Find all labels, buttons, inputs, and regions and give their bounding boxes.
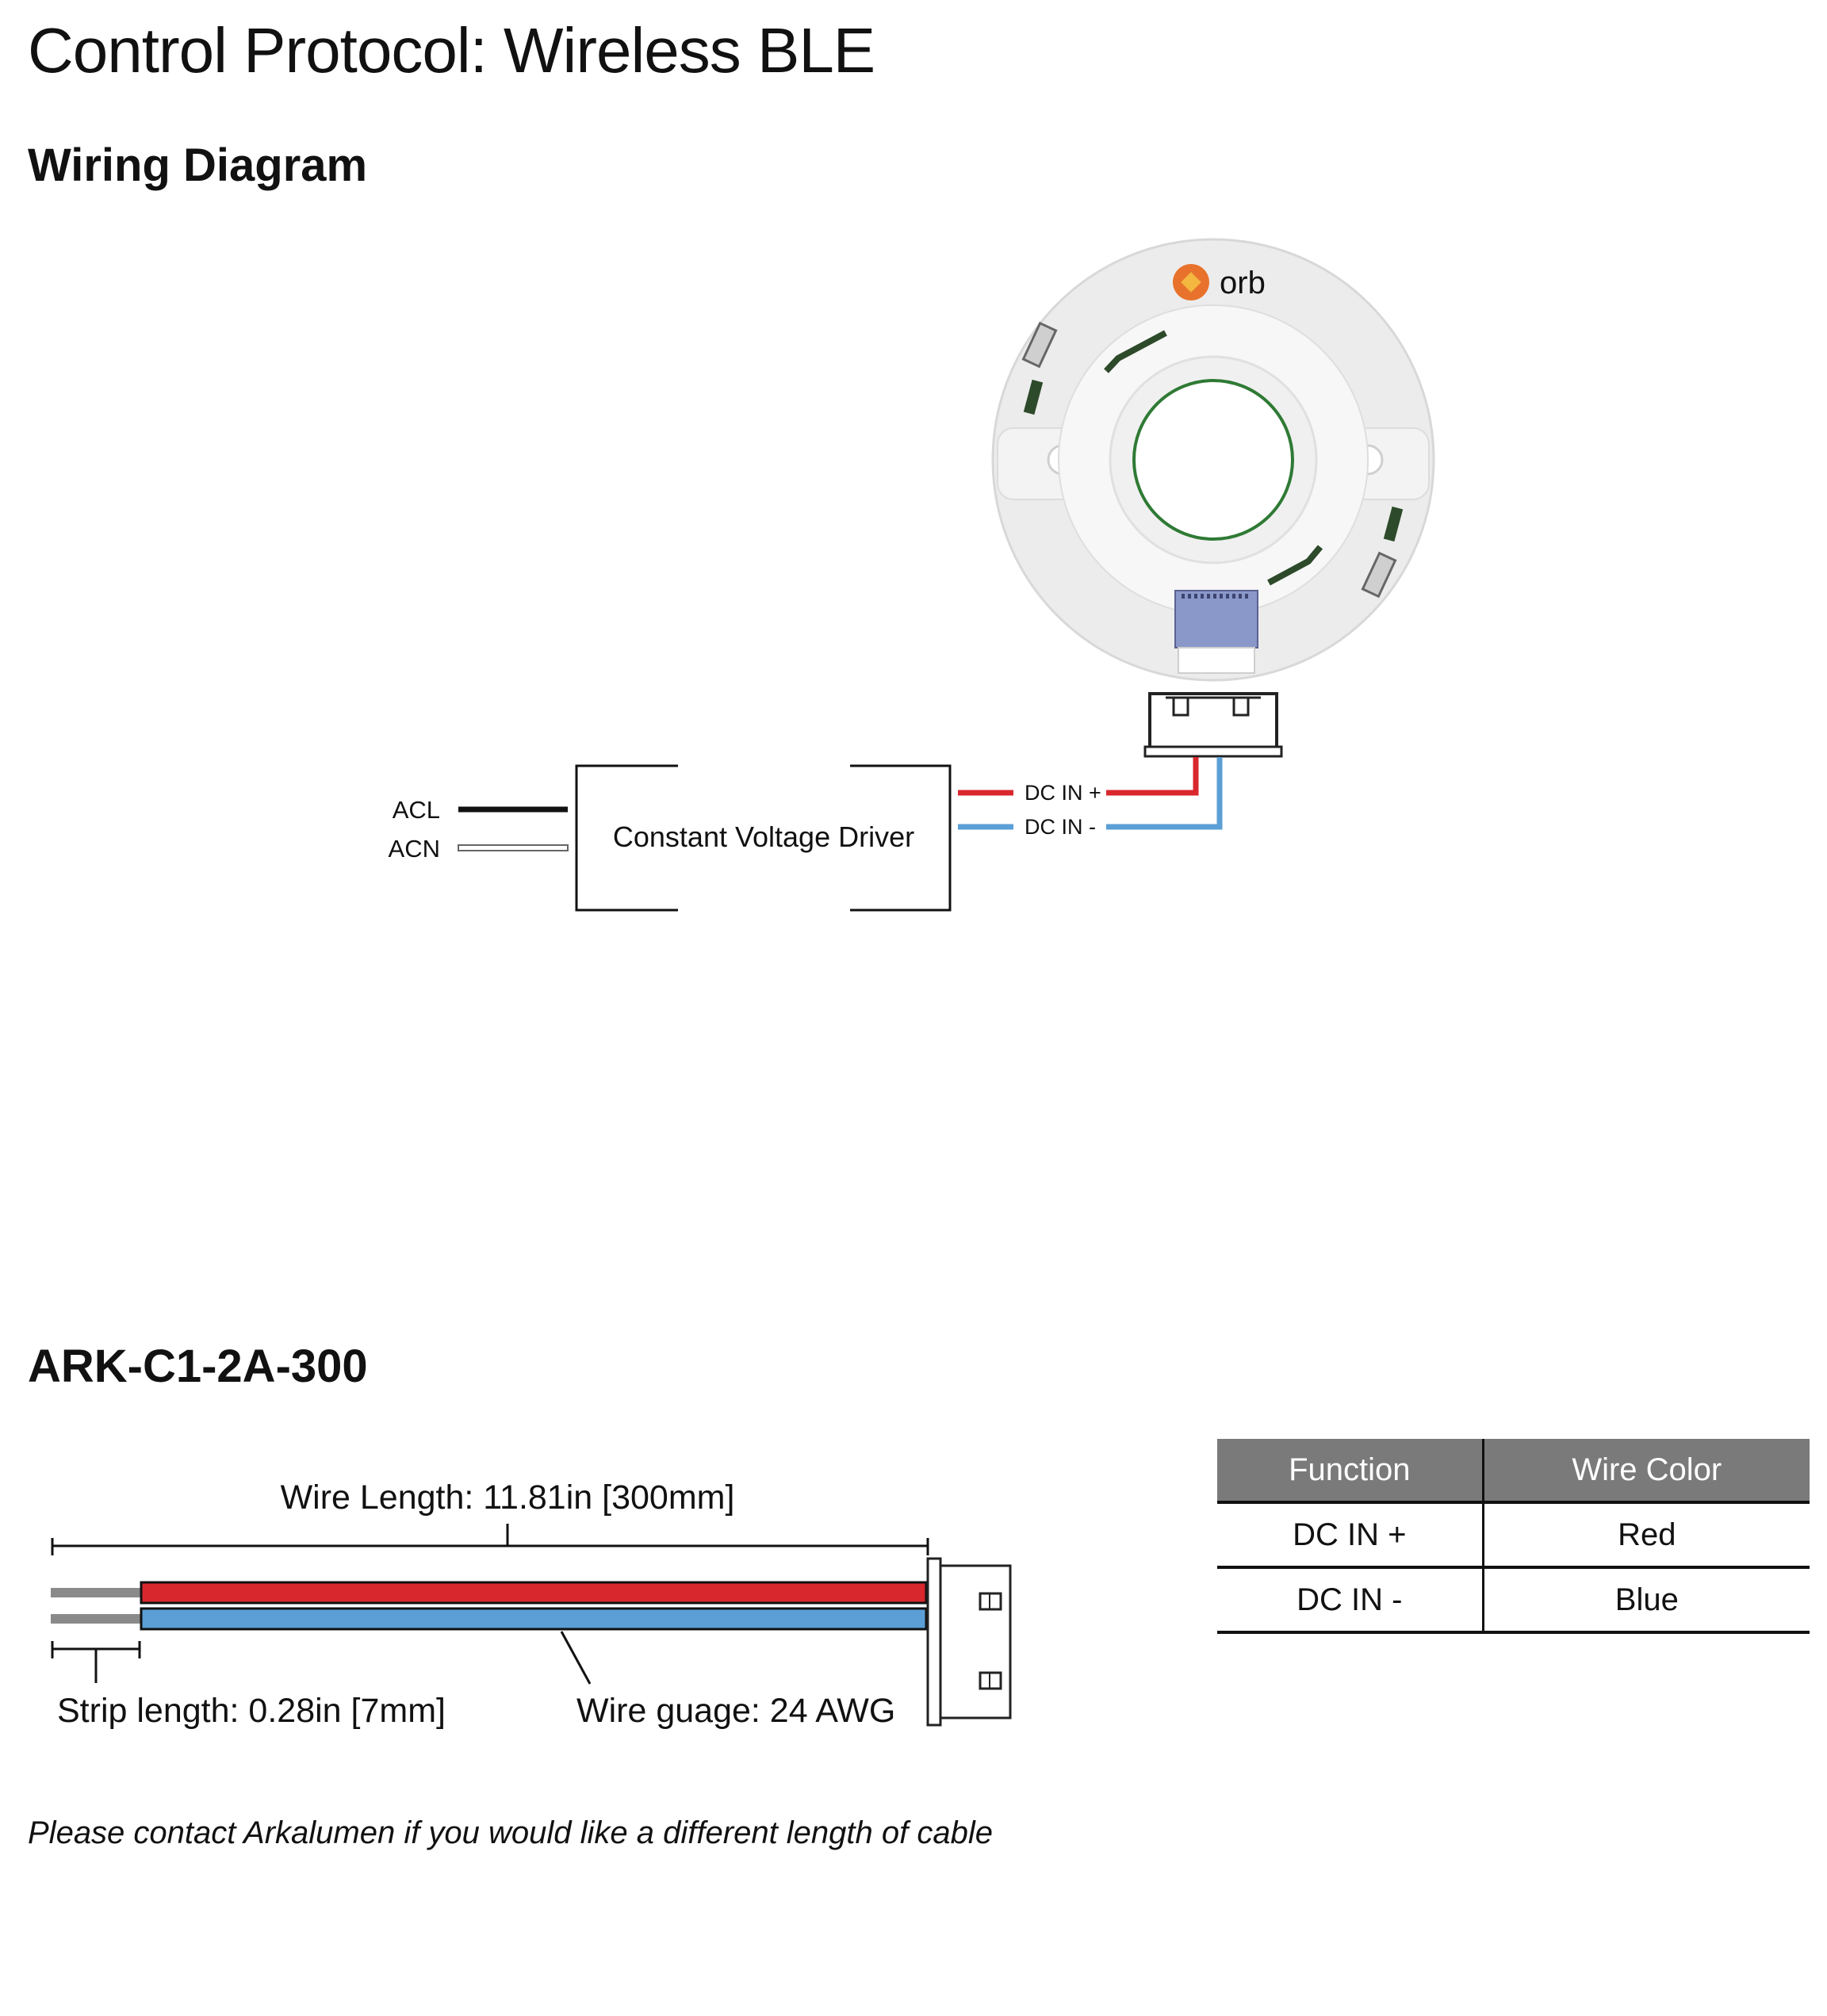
table-header-function: Function xyxy=(1217,1439,1484,1504)
stripped-end-blue xyxy=(51,1614,143,1624)
driver-label: Constant Voltage Driver xyxy=(613,821,914,853)
table-header-row: Function Wire Color xyxy=(1217,1439,1810,1504)
plug-connector xyxy=(1143,692,1283,758)
contact-note: Please contact Arkalumen if you would li… xyxy=(28,1815,993,1850)
dc-in-negative-label: DC IN - xyxy=(1025,815,1096,839)
orb-logo-text: orb xyxy=(1220,266,1266,300)
dc-in-positive-label: DC IN + xyxy=(1025,781,1101,805)
acn-wire xyxy=(458,844,569,851)
device-connector xyxy=(1174,590,1258,648)
acl-label: ACL xyxy=(393,796,440,824)
dc-positive-wire xyxy=(1106,757,1199,796)
cable-connector xyxy=(926,1557,1012,1727)
orb-device xyxy=(991,238,1435,682)
table-row: DC IN + Red xyxy=(1217,1502,1810,1569)
wire-function-table: Function Wire Color DC IN + Red DC IN - … xyxy=(1217,1439,1810,1634)
cable-diagram: Wire Length: 11.81in [300mm] Strip lengt… xyxy=(51,1479,1012,1730)
wire-gauge-label: Wire guage: 24 AWG xyxy=(576,1692,895,1730)
acn-label: ACN xyxy=(389,835,440,863)
driver-box: Constant Voltage Driver xyxy=(575,764,952,912)
table-cell-function: DC IN - xyxy=(1217,1567,1484,1634)
wire-length-label: Wire Length: 11.81in [300mm] xyxy=(281,1479,735,1517)
strip-length-label: Strip length: 0.28in [7mm] xyxy=(57,1692,446,1730)
table-header-wire-color: Wire Color xyxy=(1483,1439,1810,1504)
dc-negative-wire xyxy=(1106,757,1223,830)
blue-wire xyxy=(140,1607,928,1631)
table-cell-function: DC IN + xyxy=(1217,1502,1484,1569)
part-number-heading: ARK-C1-2A-300 xyxy=(28,1341,368,1392)
table-cell-color: Blue xyxy=(1483,1567,1810,1634)
orb-logo: orb xyxy=(1173,264,1266,300)
red-wire xyxy=(140,1581,928,1605)
stripped-end-red xyxy=(51,1588,143,1597)
page-title: Control Protocol: Wireless BLE xyxy=(28,15,875,86)
wiring-diagram-heading: Wiring Diagram xyxy=(28,140,368,191)
table-row: DC IN - Blue xyxy=(1217,1567,1810,1634)
table-cell-color: Red xyxy=(1483,1502,1810,1569)
